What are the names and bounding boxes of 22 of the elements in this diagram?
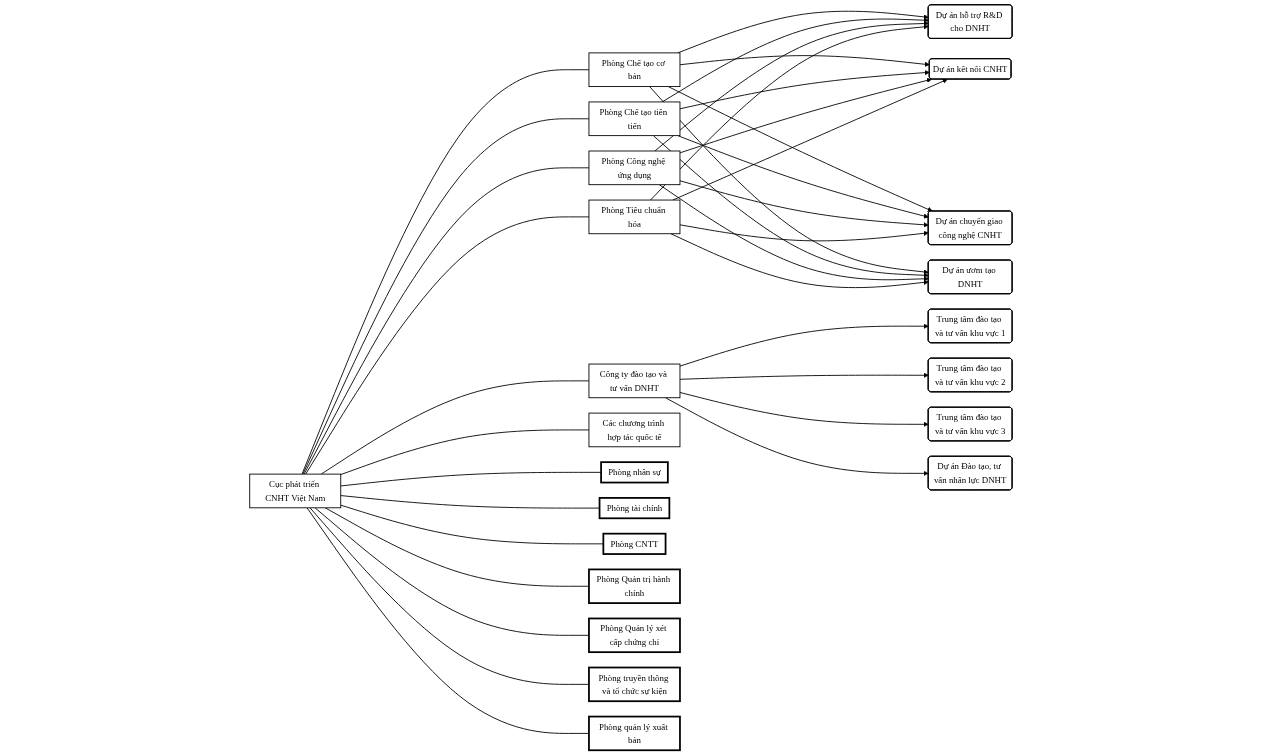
node-box: Phòng Công nghệ ứng dụng xyxy=(588,150,680,186)
node-box: Phòng tài chính xyxy=(598,497,670,520)
node-box: Phòng CNTT xyxy=(602,532,667,555)
connector xyxy=(324,507,589,587)
node-box: Công ty đào tạo và tư vấn DNHT xyxy=(588,363,680,399)
node-box: Cục phát triển CNHT Việt Nam xyxy=(248,473,341,509)
connector xyxy=(309,507,589,685)
connector xyxy=(314,507,589,636)
node-box: Phòng quản lý xuất bản xyxy=(587,715,681,752)
connector xyxy=(339,495,600,509)
node-box: Phòng Chế tạo tiên tiến xyxy=(588,101,680,137)
connector xyxy=(304,216,589,475)
node-box: Phòng truyền thông và tổ chức sự kiện xyxy=(587,666,681,703)
connector xyxy=(306,507,589,734)
node-box: Phòng nhân sự xyxy=(599,461,669,484)
node-box: Phòng Tiêu chuẩn hóa xyxy=(588,199,680,235)
node-box: Các chương trình hợp tác quốc tế xyxy=(588,412,680,448)
node-box: Phòng Quản lý xét cấp chứng chỉ xyxy=(587,617,681,654)
node-box: Phòng Quản trị hành chính xyxy=(587,568,681,604)
connector xyxy=(339,429,589,476)
node-box: Phòng Chế tạo cơ bản xyxy=(588,52,680,88)
connector xyxy=(320,380,589,475)
